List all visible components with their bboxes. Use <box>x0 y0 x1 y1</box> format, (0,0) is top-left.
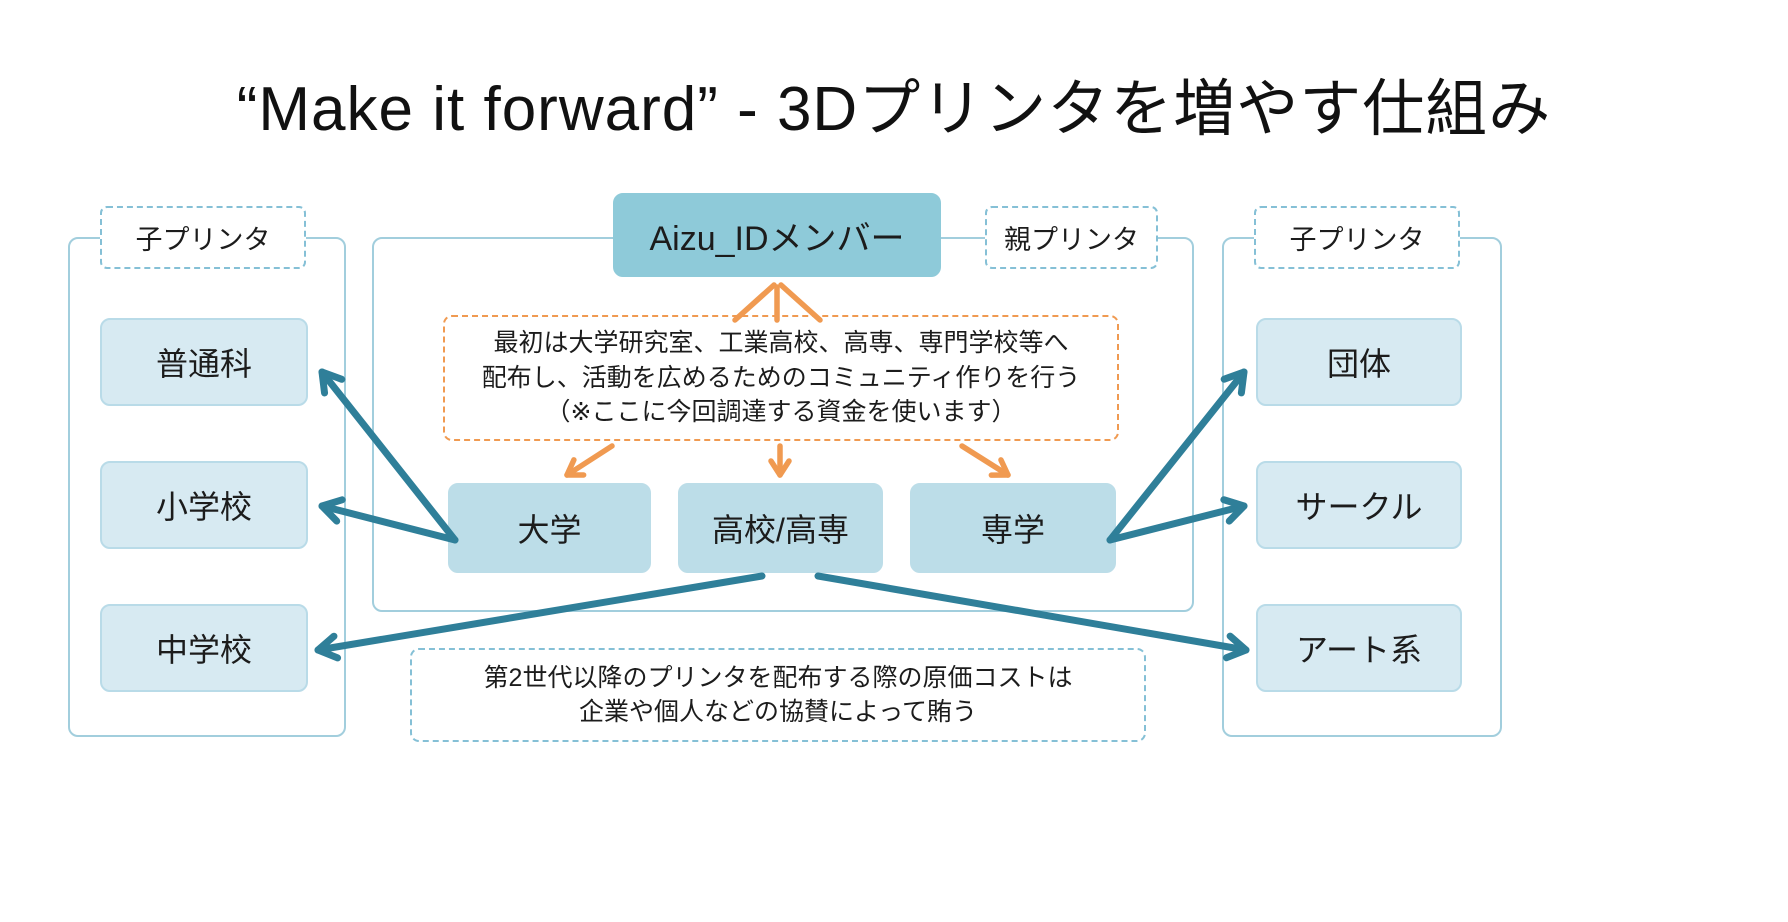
page-title: “Make it forward” - 3Dプリンタを増やす仕組み <box>236 75 1552 144</box>
parent-printer-label: 親プリンタ <box>1004 225 1139 255</box>
node-circle: サークル <box>1256 461 1462 549</box>
funding-note-line2: 配布し、活動を広めるためのコミュニティ作りを行う <box>481 363 1081 392</box>
node-daigaku: 大学 <box>448 483 651 573</box>
node-sengaku: 専学 <box>910 483 1116 573</box>
node-koukou-kousen: 高校/高専 <box>678 483 883 573</box>
node-sengaku-label: 専学 <box>980 512 1045 548</box>
node-shougakkou: 小学校 <box>100 461 308 549</box>
node-aizu-id-members-label: Aizu_IDメンバー <box>649 219 905 258</box>
node-aizu-id-members: Aizu_IDメンバー <box>613 193 941 277</box>
left-child-printer-tag: 子プリンタ <box>100 206 306 269</box>
node-chuugakkou-label: 中学校 <box>155 632 252 668</box>
left-child-printer-label: 子プリンタ <box>135 225 271 255</box>
sponsor-note-line2: 企業や個人などの協賛によって賄う <box>578 698 977 726</box>
sponsor-note: 第2世代以降のプリンタを配布する際の原価コストは 企業や個人などの協賛によって賄… <box>410 648 1146 742</box>
node-daigaku-label: 大学 <box>517 512 582 548</box>
node-chuugakkou: 中学校 <box>100 604 308 692</box>
right-child-printer-label: 子プリンタ <box>1289 225 1425 255</box>
funding-note-line1: 最初は大学研究室、工業高校、高専、専門学校等へ <box>493 329 1069 358</box>
funding-note-line3: （※ここに今回調達する資金を使います） <box>545 398 1017 427</box>
node-dantai-label: 団体 <box>1326 346 1391 382</box>
node-art-kei: アート系 <box>1256 604 1462 692</box>
node-futsuuka: 普通科 <box>100 318 308 406</box>
node-dantai: 団体 <box>1256 318 1462 406</box>
funding-note: 最初は大学研究室、工業高校、高専、専門学校等へ 配布し、活動を広めるためのコミュ… <box>443 315 1119 441</box>
parent-printer-tag: 親プリンタ <box>985 206 1158 269</box>
sponsor-note-line1: 第2世代以降のプリンタを配布する際の原価コストは <box>483 663 1073 692</box>
node-futsuuka-label: 普通科 <box>155 346 252 382</box>
node-koukou-kousen-label: 高校/高専 <box>712 512 849 548</box>
node-art-kei-label: アート系 <box>1295 632 1423 668</box>
node-circle-label: サークル <box>1295 489 1423 525</box>
right-child-printer-tag: 子プリンタ <box>1254 206 1460 269</box>
node-shougakkou-label: 小学校 <box>155 489 252 525</box>
